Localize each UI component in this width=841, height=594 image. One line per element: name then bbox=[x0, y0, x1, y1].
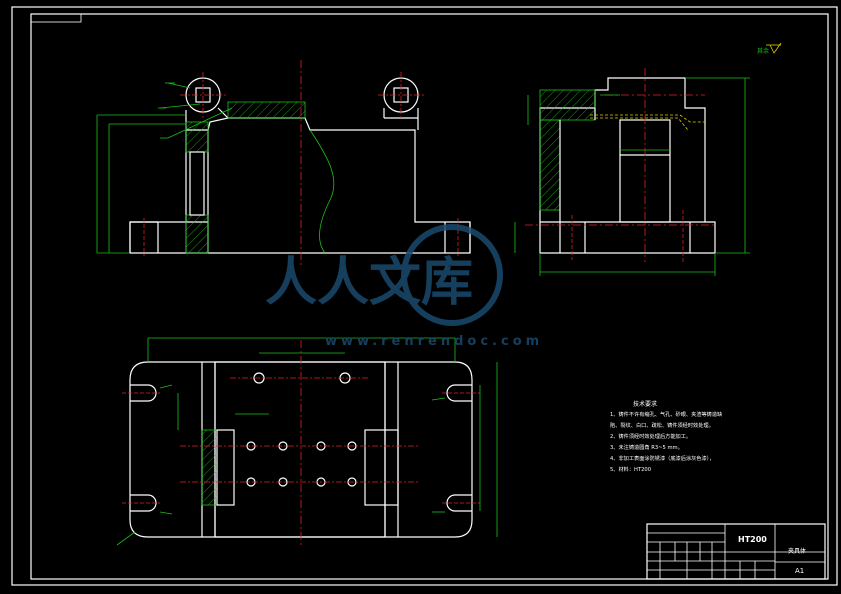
material-label: HT200 bbox=[738, 535, 767, 544]
plan-view bbox=[116, 337, 498, 548]
hole-pattern bbox=[246, 372, 357, 487]
tech-item: 4、非加工表面涂防锈漆（底漆后涂灰色漆）， bbox=[610, 454, 714, 462]
tech-item: 陷、裂纹、白口、疏松、铸件须经时效处理。 bbox=[610, 421, 714, 429]
sheet-size: A1 bbox=[795, 567, 804, 575]
title-block: HT200 夹具体 A1 bbox=[646, 523, 826, 580]
tech-requirements: 技术要求 1、铸件不许有缩孔、气孔、砂眼、夹渣等铸造缺 陷、裂纹、白口、疏松、铸… bbox=[610, 400, 723, 473]
corner-box bbox=[30, 13, 82, 23]
tech-item: 5、材料：HT200 bbox=[610, 465, 651, 473]
outer-frame bbox=[11, 6, 838, 586]
watermark-text: 人人文库 bbox=[265, 253, 473, 313]
tech-item: 3、未注铸造圆角 R3~5 mm。 bbox=[610, 443, 683, 451]
side-view bbox=[514, 68, 750, 276]
watermark: 人人文库 www.renrendoc.com bbox=[265, 224, 543, 349]
front-view bbox=[96, 60, 471, 265]
inner-frame bbox=[30, 13, 829, 580]
tech-item: 1、铸件不许有缩孔、气孔、砂眼、夹渣等铸造缺 bbox=[610, 410, 723, 418]
watermark-url: www.renrendoc.com bbox=[325, 334, 543, 349]
tech-heading: 技术要求 bbox=[633, 400, 657, 408]
part-name: 夹具体 bbox=[788, 547, 806, 555]
roughness-text: 其余 bbox=[757, 47, 769, 55]
roughness-symbol: 其余 bbox=[757, 42, 782, 55]
tech-item: 2、铸件须经时效处理后方能加工。 bbox=[610, 432, 691, 440]
